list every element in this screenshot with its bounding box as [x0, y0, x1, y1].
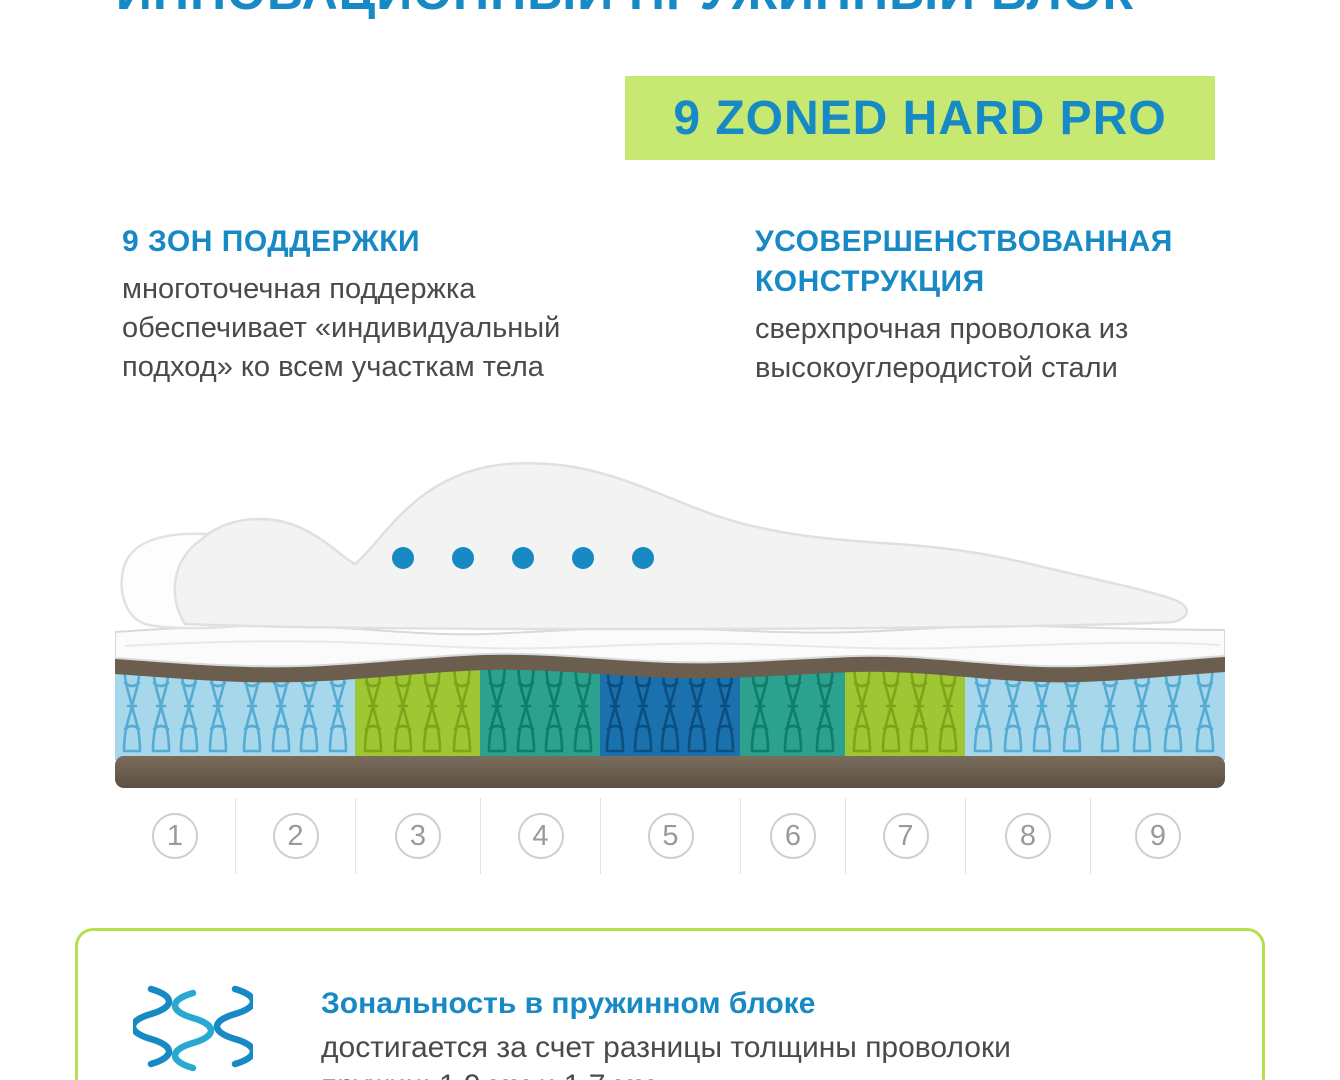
mattress-base-layer [115, 756, 1225, 788]
footnote-text: Зональность в пружинном блоке достигаетс… [321, 985, 1221, 1080]
mattress-cross-section [115, 610, 1225, 800]
zone-number-9: 9 [1135, 813, 1181, 859]
zone-numbers: 1 2 3 4 5 6 7 8 9 [115, 798, 1225, 874]
zone-number-8: 8 [1005, 813, 1051, 859]
product-badge: 9 ZONED HARD PRO [625, 76, 1215, 160]
zone-number-cell-1: 1 [115, 798, 235, 874]
zone-number-cell-8: 8 [965, 798, 1090, 874]
zone-number-6: 6 [770, 813, 816, 859]
feature-heading: УСОВЕРШЕНСТВОВАННАЯ КОНСТРУКЦИЯ [755, 225, 1173, 298]
mattress-diagram: 1 2 3 4 5 6 7 8 9 [115, 440, 1225, 876]
zone-number-cell-6: 6 [740, 798, 845, 874]
sleeping-person-figure [120, 462, 1188, 631]
feature-support-zones: 9 ЗОН ПОДДЕРЖКИ многоточечная поддержка … [122, 222, 732, 387]
zone-number-cell-7: 7 [845, 798, 965, 874]
page-title: ИННОВАЦИОННЫЙ ПРУЖИННЫЙ БЛОК [115, 0, 1135, 17]
pressure-dot [512, 547, 534, 569]
zone-number-cell-2: 2 [235, 798, 355, 874]
quilt-layer [115, 624, 1225, 668]
zone-number-cell-4: 4 [480, 798, 600, 874]
zone-number-3: 3 [395, 813, 441, 859]
springs-icon [133, 985, 253, 1072]
footnote-body: достигается за счет разницы толщины пров… [321, 1031, 1011, 1080]
feature-body: многоточечная поддержка обеспечивает «ин… [122, 273, 561, 383]
zone-number-2: 2 [272, 813, 319, 859]
product-badge-label: 9 ZONED HARD PRO [673, 91, 1167, 145]
pressure-dot [392, 547, 414, 569]
pressure-dot [632, 547, 654, 569]
zone-number-4: 4 [517, 813, 564, 859]
zone-number-cell-9: 9 [1090, 798, 1225, 874]
feature-heading: 9 ЗОН ПОДДЕРЖКИ [122, 225, 421, 258]
pressure-dots [392, 547, 654, 569]
pressure-dot [572, 547, 594, 569]
mattress-top-layer [115, 624, 1225, 683]
footnote-box: Зональность в пружинном блоке достигаетс… [75, 928, 1265, 1080]
feature-construction: УСОВЕРШЕНСТВОВАННАЯ КОНСТРУКЦИЯ сверхпро… [755, 222, 1275, 388]
body-silhouette [173, 462, 1188, 631]
footnote-heading: Зональность в пружинном блоке [321, 987, 816, 1020]
feature-body: сверхпрочная проволока из высокоуглероди… [755, 313, 1129, 384]
zone-number-cell-3: 3 [355, 798, 480, 874]
zone-number-7: 7 [882, 813, 929, 859]
zone-number-5: 5 [647, 813, 694, 859]
zone-number-1: 1 [152, 813, 198, 859]
quilt-stitch-line [124, 640, 1221, 650]
pressure-dot [452, 547, 474, 569]
zone-number-cell-5: 5 [600, 798, 740, 874]
